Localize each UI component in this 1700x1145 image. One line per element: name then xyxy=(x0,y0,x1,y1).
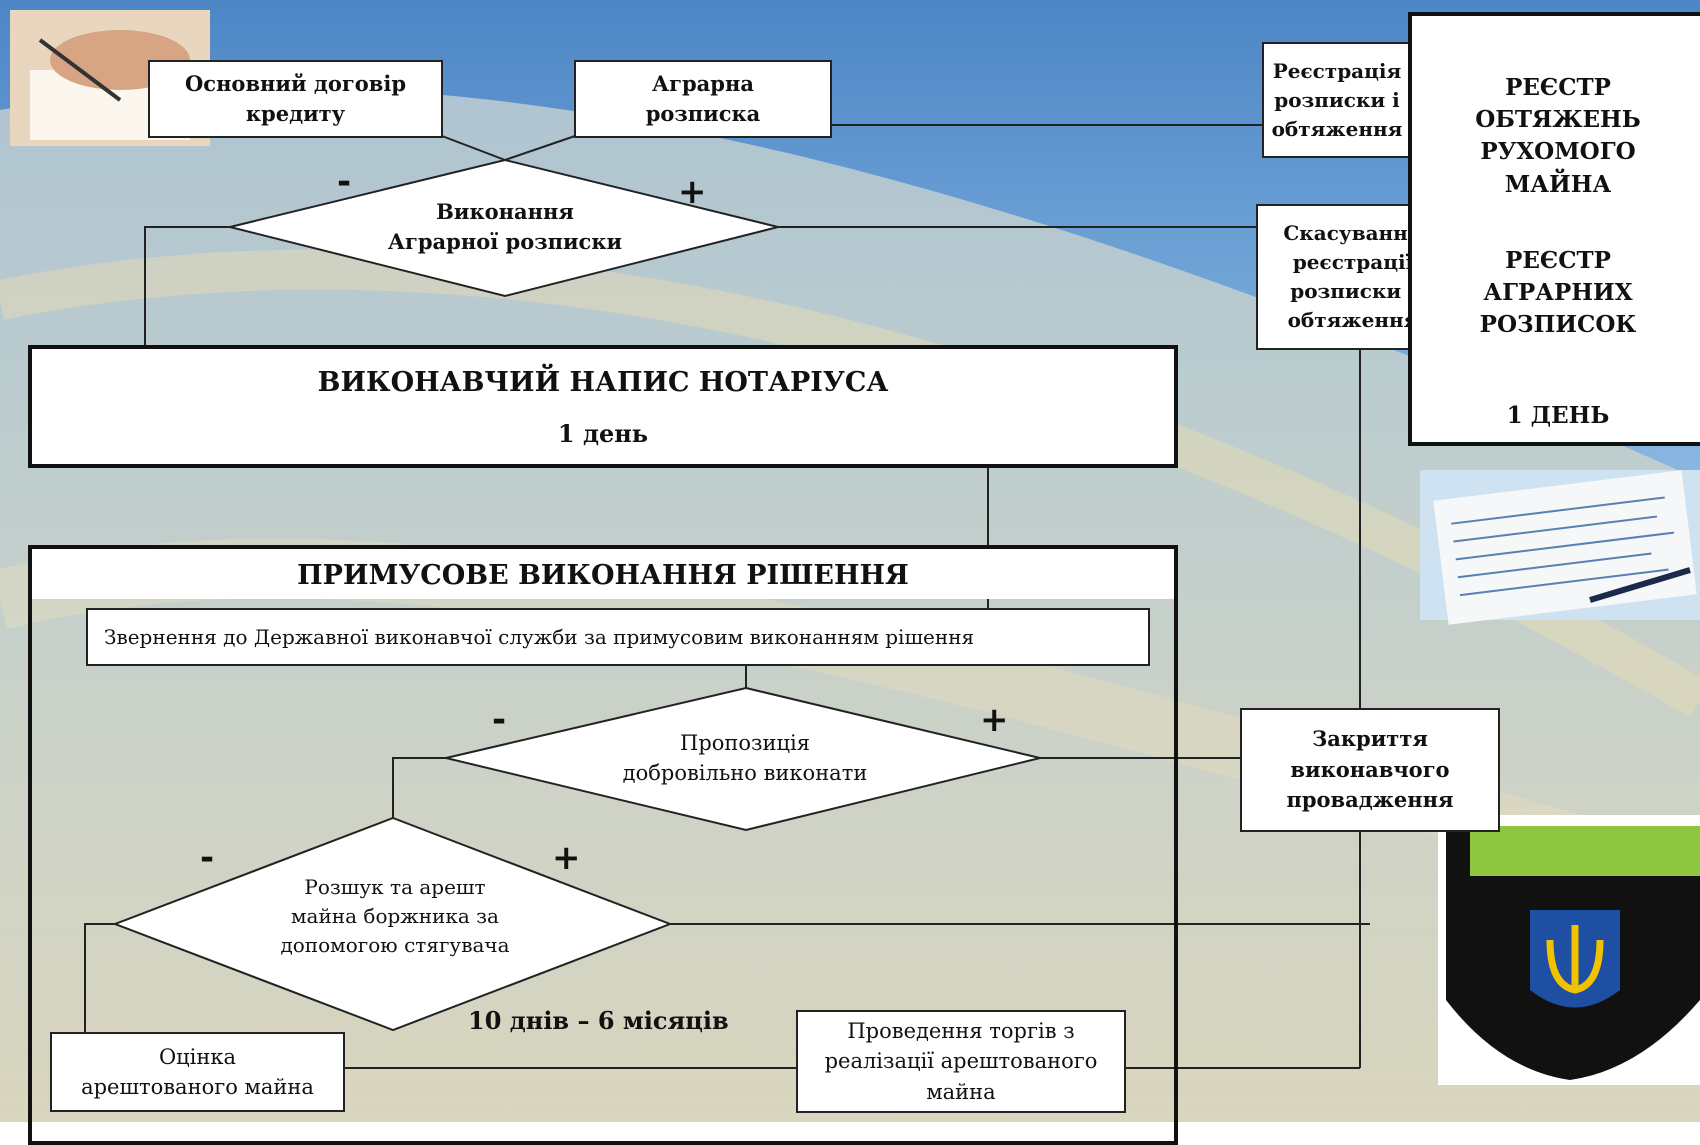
minus-sign: - xyxy=(200,838,215,878)
closing-box: Закриття виконавчого провадження xyxy=(1240,708,1500,832)
plus-sign: + xyxy=(552,838,581,878)
plus-sign: + xyxy=(678,172,707,212)
proposal-decision-diamond xyxy=(445,686,1041,832)
minus-sign: - xyxy=(337,162,352,202)
minus-sign: - xyxy=(492,700,507,740)
agrarian-receipts-registry: РЕЄСТР АГРАРНИХ РОЗПИСОК xyxy=(1479,247,1637,339)
notary-writ-title: ВИКОНАВЧИЙ НАПИС НОТАРІУСА xyxy=(317,367,889,398)
enforcement-title-text: ПРИМУСОВЕ ВИКОНАННЯ РІШЕННЯ xyxy=(297,560,909,591)
plus-sign: + xyxy=(980,700,1009,740)
search-diamond-label: Розшук та арешт майна боржника за допомо… xyxy=(280,875,510,957)
state-enforcement-service-emblem xyxy=(1438,815,1700,1085)
main-contract-box: Основний договір кредиту xyxy=(148,60,443,138)
notary-writ-duration: 1 день xyxy=(557,419,649,448)
movable-property-registry: РЕЄСТР ОБТЯЖЕНЬ РУХОМОГО МАЙНА xyxy=(1475,74,1641,198)
execution-decision-diamond xyxy=(229,158,779,298)
auction-box: Проведення торгів з реалізації арештован… xyxy=(796,1010,1126,1113)
enforcement-duration: 10 днів – 6 місяців xyxy=(468,1006,729,1035)
document-photo xyxy=(1420,470,1700,625)
proposal-diamond-label: Пропозиція добровільно виконати xyxy=(622,731,868,786)
registration-box: Реєстрація розписки і обтяження xyxy=(1262,42,1412,158)
enforcement-header-bg xyxy=(32,549,1174,599)
registry-panel xyxy=(1408,12,1700,446)
agrarian-receipt-box: Аграрна розписка xyxy=(574,60,832,138)
assessment-box: Оцінка арештованого майна xyxy=(50,1032,345,1112)
search-decision-diamond xyxy=(112,816,673,1032)
notary-writ-box: ВИКОНАВЧИЙ НАПИС НОТАРІУСА 1 день xyxy=(28,345,1178,468)
appeal-box: Звернення до Державної виконавчої служби… xyxy=(86,608,1150,666)
registry-duration: 1 ДЕНЬ xyxy=(1506,402,1610,429)
execution-diamond-label: Виконання Аграрної розписки xyxy=(387,199,623,255)
